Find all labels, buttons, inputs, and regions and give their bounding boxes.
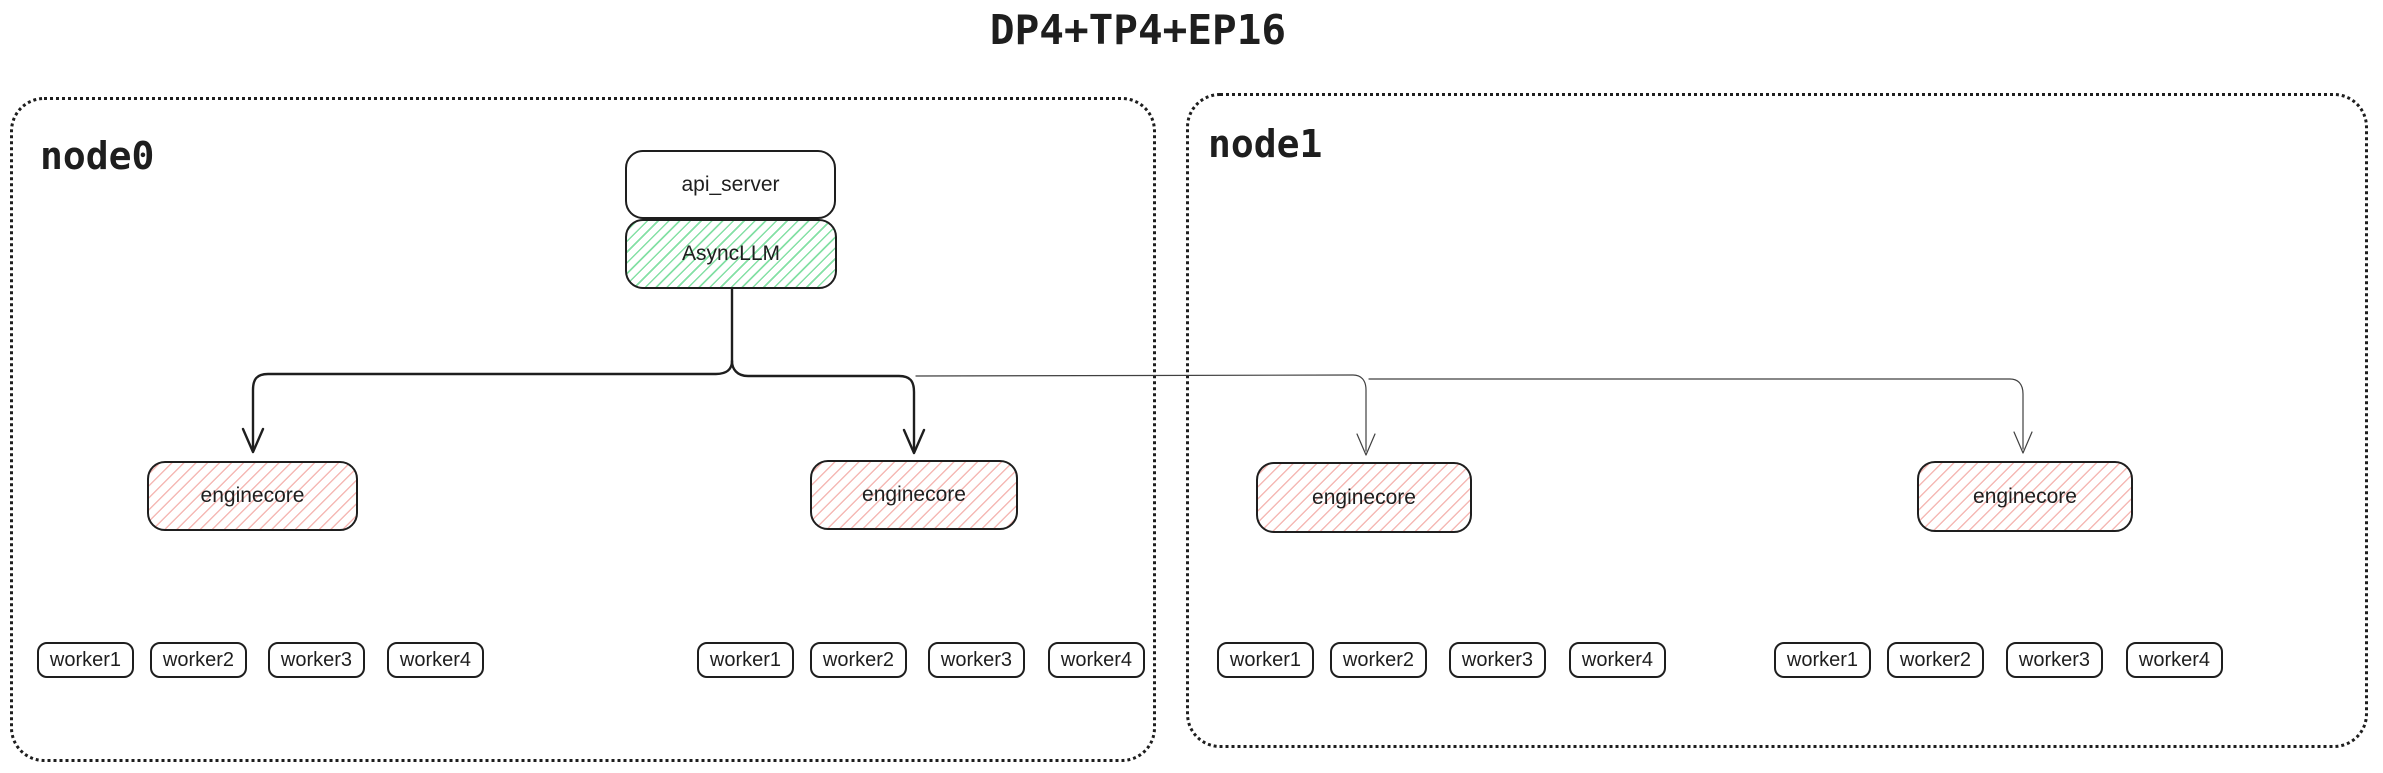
worker-box: worker2	[150, 642, 247, 678]
enginecore-label: enginecore	[1312, 485, 1416, 509]
enginecore-box: enginecore	[1256, 462, 1472, 533]
node0-label: node0	[40, 134, 155, 178]
worker-box: worker1	[1217, 642, 1314, 678]
worker-box: worker4	[1048, 642, 1145, 678]
worker-label: worker4	[1060, 648, 1133, 671]
worker-box: worker2	[1887, 642, 1984, 678]
worker-label: worker1	[709, 648, 782, 671]
api-server-box: api_server	[625, 150, 836, 219]
worker-box: worker2	[810, 642, 907, 678]
enginecore-box: enginecore	[1917, 461, 2133, 532]
worker-label: worker2	[1899, 648, 1972, 671]
worker-label: worker4	[399, 648, 472, 671]
worker-label: worker3	[280, 648, 353, 671]
worker-label: worker1	[49, 648, 122, 671]
worker-label: worker2	[162, 648, 235, 671]
worker-box: worker4	[1569, 642, 1666, 678]
worker-label: worker1	[1229, 648, 1302, 671]
asyncllm-box: AsyncLLM	[625, 219, 837, 289]
worker-box: worker3	[268, 642, 365, 678]
asyncllm-label: AsyncLLM	[681, 242, 781, 265]
worker-box: worker1	[37, 642, 134, 678]
worker-label: worker1	[1786, 648, 1859, 671]
worker-box: worker4	[387, 642, 484, 678]
worker-label: worker3	[940, 648, 1013, 671]
enginecore-label: enginecore	[862, 483, 966, 506]
worker-label: worker3	[2018, 648, 2091, 671]
api-server-label: api_server	[681, 172, 780, 196]
enginecore-label: enginecore	[200, 484, 305, 507]
enginecore-label: enginecore	[1973, 484, 2077, 508]
page-title: DP4+TP4+EP16	[989, 6, 1287, 54]
worker-box: worker3	[1449, 642, 1546, 678]
worker-box: worker4	[2126, 642, 2223, 678]
enginecore-box: enginecore	[810, 460, 1018, 530]
enginecore-box: enginecore	[147, 461, 358, 531]
worker-label: worker2	[822, 648, 895, 671]
worker-box: worker1	[1774, 642, 1871, 678]
worker-box: worker1	[697, 642, 794, 678]
worker-label: worker4	[2138, 648, 2211, 671]
worker-box: worker3	[2006, 642, 2103, 678]
worker-label: worker4	[1581, 648, 1654, 671]
worker-box: worker2	[1330, 642, 1427, 678]
node1-label: node1	[1208, 122, 1323, 166]
worker-label: worker3	[1461, 648, 1534, 671]
worker-label: worker2	[1342, 648, 1415, 671]
worker-box: worker3	[928, 642, 1025, 678]
